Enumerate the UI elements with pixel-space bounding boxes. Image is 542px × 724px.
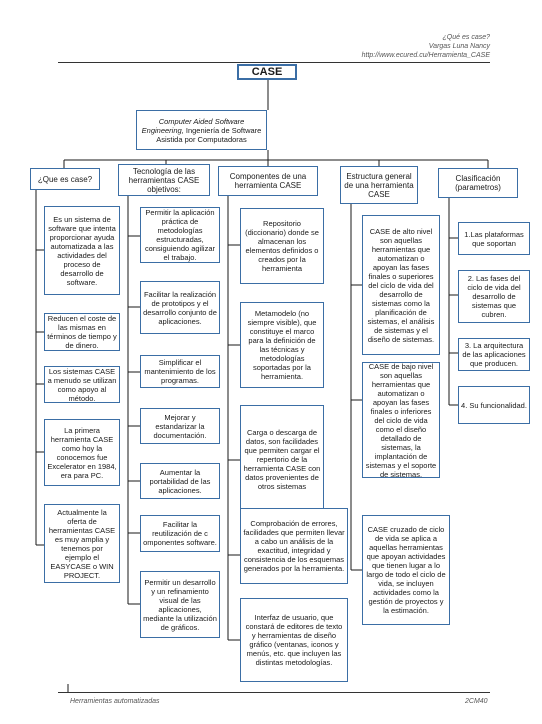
category-componentes: Componentes de una herramienta CASE	[218, 166, 318, 196]
node-que-es-case-5: Actualmente la oferta de herramientas CA…	[44, 504, 120, 583]
footer-title: Herramientas automatizadas	[70, 698, 160, 705]
subtitle-node: Computer Aided Software Engineering, Ing…	[136, 110, 267, 150]
node-clasificacion-2: 2. Las fases del ciclo de vida del desar…	[458, 270, 530, 323]
footer-rule	[58, 692, 490, 693]
node-estructura-2: CASE de bajo nivel son aquellas herramie…	[362, 362, 440, 479]
node-estructura-1: CASE de alto nivel son aquellas herramie…	[362, 215, 440, 355]
node-tecnologia-7: Permitir un desarrollo y un refinamiento…	[140, 571, 220, 638]
node-tecnologia-5: Aumentar la portabilidad de las aplicaci…	[140, 463, 220, 499]
node-componentes-4: Comprobación de errores, facilidades que…	[240, 508, 348, 584]
node-clasificacion-3: 3. La arquitectura de las aplicaciones q…	[458, 338, 530, 371]
node-que-es-case-1: Es un sistema de software que intenta pr…	[44, 206, 120, 295]
footer-group: 2CM40	[465, 698, 488, 705]
root-node: CASE	[237, 64, 297, 80]
header-author: Vargas Luna Nancy	[428, 43, 490, 50]
category-estructura: Estructura general de una herramienta CA…	[340, 166, 418, 204]
node-tecnologia-1: Permitir la aplicación práctica de metod…	[140, 207, 220, 263]
node-componentes-5: Interfaz de usuario, que constará de edi…	[240, 598, 348, 682]
node-tecnologia-6: Facilitar la reutilización de c omponent…	[140, 515, 220, 552]
node-clasificacion-4: 4. Su funcionalidad.	[458, 386, 530, 424]
node-componentes-1: Repositorio (diccionario) donde se almac…	[240, 208, 324, 284]
node-tecnologia-4: Mejorar y estandarizar la documentación.	[140, 408, 220, 444]
node-tecnologia-2: Facilitar la realización de prototipos y…	[140, 281, 220, 334]
subtitle-rest: Ingeniería de Software Asistida por Comp…	[156, 125, 262, 144]
header-topic: ¿Qué es case?	[442, 34, 490, 41]
category-que-es-case: ¿Que es case?	[30, 168, 100, 190]
node-tecnologia-3: Simplificar el mantenimiento de los prog…	[140, 355, 220, 388]
node-que-es-case-2: Reducen el coste de las mismas en términ…	[44, 313, 120, 351]
header-source-url: http://www.ecured.cu/Herramienta_CASE	[361, 52, 490, 59]
subtitle-italic: Computer Aided Software Engineering,	[141, 116, 245, 135]
node-componentes-2: Metamodelo (no siempre visible), que con…	[240, 302, 324, 388]
header-rule	[58, 62, 490, 63]
node-que-es-case-3: Los sistemas CASE a menudo se utilizan c…	[44, 366, 120, 403]
node-estructura-3: CASE cruzado de ciclo de vida se aplica …	[362, 515, 450, 625]
node-clasificacion-1: 1.Las plataformas que soportan	[458, 222, 530, 255]
node-que-es-case-4: La primera herramienta CASE como hoy la …	[44, 419, 120, 486]
category-tecnologia: Tecnología de las herramientas CASE obje…	[118, 164, 210, 196]
node-componentes-3: Carga o descarga de datos, son facilidad…	[240, 405, 324, 513]
category-clasificacion: Clasificación (parametros)	[438, 168, 518, 198]
